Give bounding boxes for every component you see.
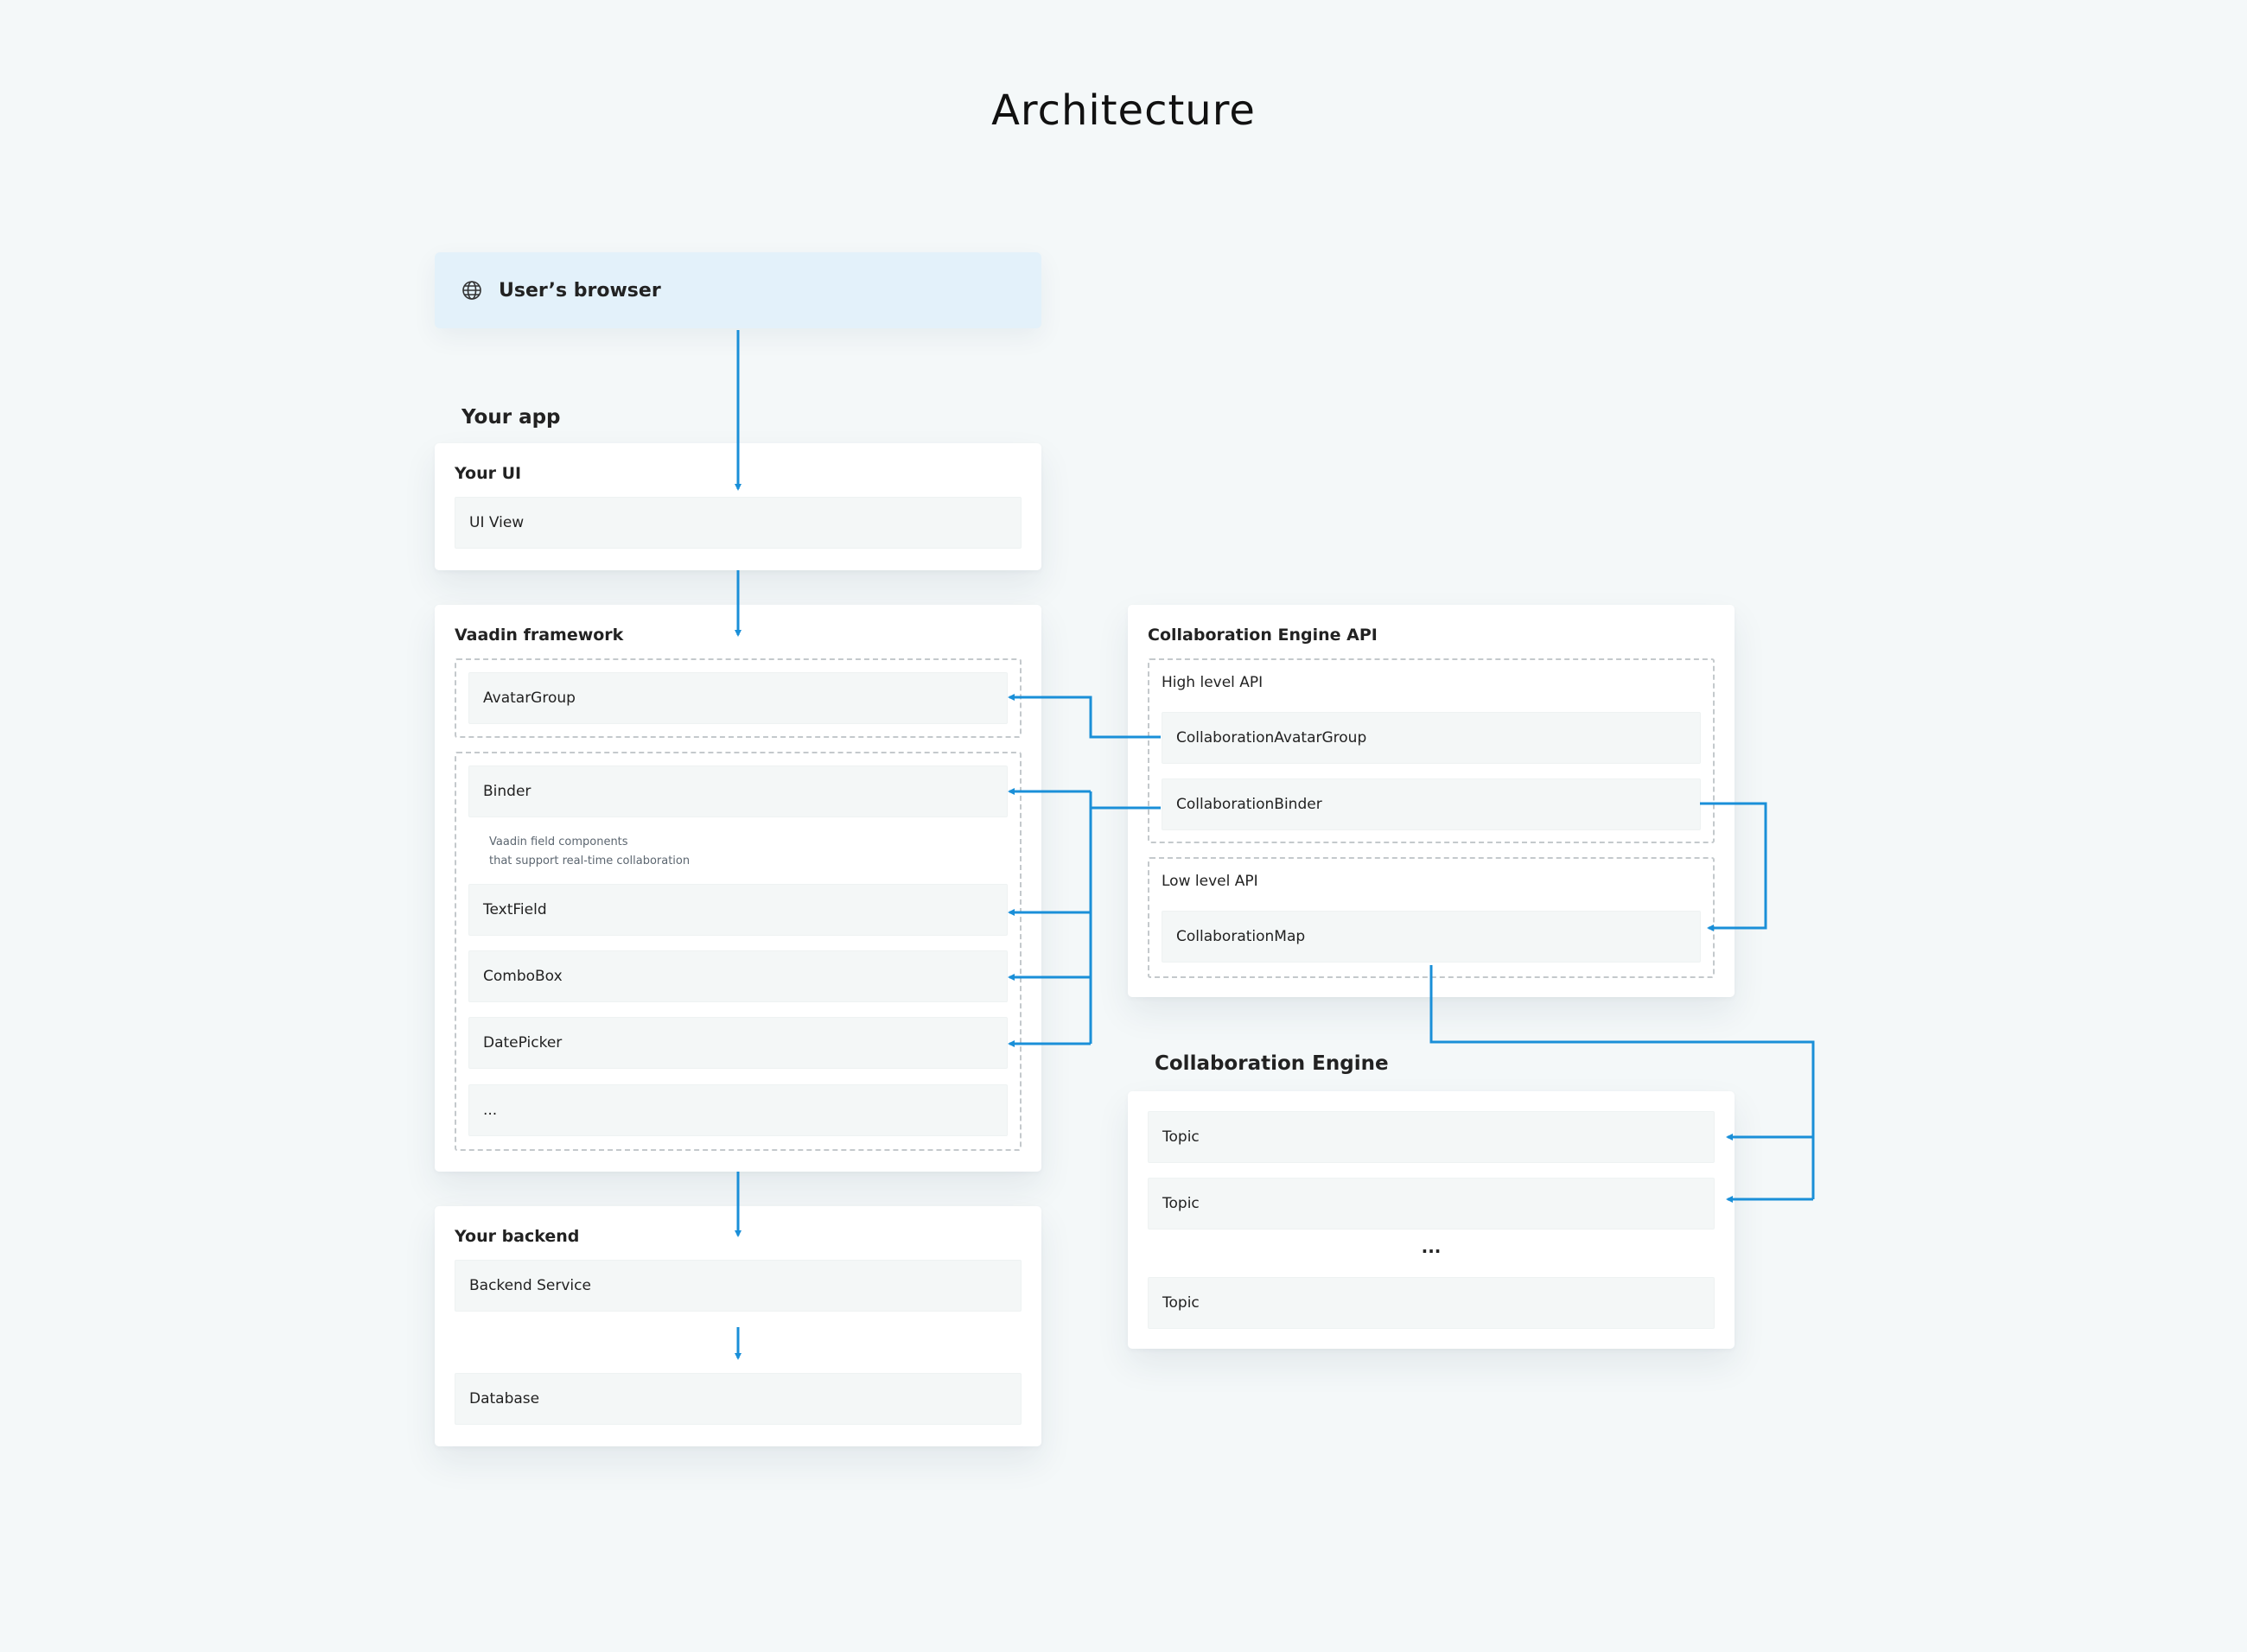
high-level-api-label: High level API bbox=[1162, 674, 1264, 691]
backend-service-item[interactable]: Backend Service bbox=[455, 1260, 1022, 1312]
globe-icon bbox=[461, 279, 483, 302]
your-backend-title: Your backend bbox=[455, 1227, 580, 1246]
more-fields-item: ... bbox=[468, 1084, 1008, 1136]
avatar-group-container: AvatarGroup bbox=[455, 658, 1022, 738]
high-level-api-container: High level API CollaborationAvatarGroup … bbox=[1148, 658, 1715, 843]
textfield-item[interactable]: TextField bbox=[468, 884, 1008, 936]
browser-label: User’s browser bbox=[499, 279, 661, 302]
collab-api-title: Collaboration Engine API bbox=[1148, 626, 1378, 645]
ui-view-item[interactable]: UI View bbox=[455, 497, 1022, 549]
browser-box: User’s browser bbox=[435, 252, 1041, 328]
topic-item-2[interactable]: Topic bbox=[1148, 1178, 1715, 1229]
your-app-label: Your app bbox=[461, 406, 561, 429]
low-level-api-label: Low level API bbox=[1162, 873, 1258, 890]
datepicker-item[interactable]: DatePicker bbox=[468, 1017, 1008, 1069]
collab-binder-item[interactable]: CollaborationBinder bbox=[1162, 778, 1701, 830]
collab-engine-label: Collaboration Engine bbox=[1155, 1052, 1389, 1075]
combobox-item[interactable]: ComboBox bbox=[468, 950, 1008, 1002]
field-components-container: Binder Vaadin field components that supp… bbox=[455, 752, 1022, 1151]
vaadin-framework-title: Vaadin framework bbox=[455, 626, 624, 645]
your-ui-card: Your UI UI View bbox=[435, 443, 1041, 570]
page-title: Architecture bbox=[991, 86, 1256, 135]
low-level-api-container: Low level API CollaborationMap bbox=[1148, 857, 1715, 978]
collab-avatar-group-item[interactable]: CollaborationAvatarGroup bbox=[1162, 712, 1701, 764]
topic-item-3[interactable]: Topic bbox=[1148, 1277, 1715, 1329]
topics-ellipsis: ... bbox=[1421, 1236, 1442, 1257]
your-backend-card: Your backend Backend Service Database bbox=[435, 1206, 1041, 1446]
collab-engine-card: Topic Topic ... Topic bbox=[1128, 1091, 1735, 1349]
collab-map-item[interactable]: CollaborationMap bbox=[1162, 911, 1701, 963]
your-ui-title: Your UI bbox=[455, 464, 522, 483]
binder-item[interactable]: Binder bbox=[468, 766, 1008, 817]
note-line-1: Vaadin field components bbox=[489, 836, 628, 848]
collab-api-card: Collaboration Engine API High level API … bbox=[1128, 605, 1735, 997]
avatar-group-item[interactable]: AvatarGroup bbox=[468, 672, 1008, 724]
topic-item-1[interactable]: Topic bbox=[1148, 1111, 1715, 1163]
database-item[interactable]: Database bbox=[455, 1373, 1022, 1425]
vaadin-framework-card: Vaadin framework AvatarGroup Binder Vaad… bbox=[435, 605, 1041, 1172]
field-components-note: Vaadin field components that support rea… bbox=[489, 833, 690, 871]
note-line-2: that support real-time collaboration bbox=[489, 855, 691, 867]
